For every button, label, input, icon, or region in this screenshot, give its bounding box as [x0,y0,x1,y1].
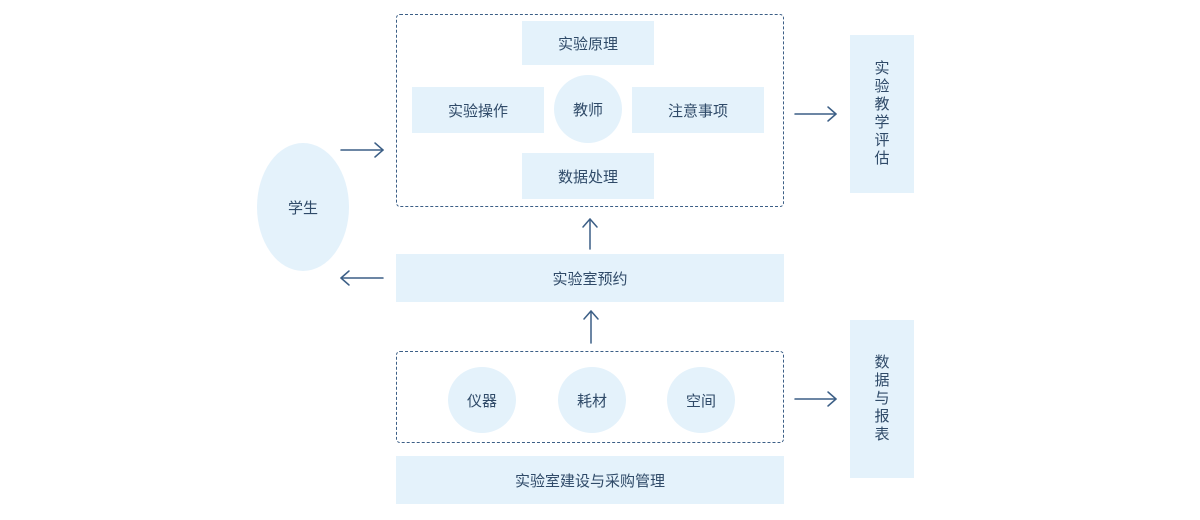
arrow-teaching-to-evaluation [794,106,837,122]
evaluation-box: 实验教学评估 [850,35,914,193]
data-processing-box: 数据处理 [522,153,654,199]
teaching-group [396,14,784,207]
arrow-reservation-to-student [340,270,384,286]
arrow-student-to-teaching [340,142,384,158]
student-node: 学生 [257,143,349,271]
instrument-label: 仪器 [466,391,497,410]
reports-box: 数据与报表 [850,320,914,478]
operation-box: 实验操作 [412,87,544,133]
evaluation-label: 实验教学评估 [872,60,891,168]
principle-label: 实验原理 [557,34,618,53]
operation-label: 实验操作 [447,101,508,120]
student-label: 学生 [287,198,318,217]
consumables-label: 耗材 [576,391,607,410]
notes-box: 注意事项 [632,87,764,133]
space-node: 空间 [667,367,735,433]
teacher-label: 教师 [572,100,603,119]
reports-label: 数据与报表 [872,354,891,444]
data-processing-label: 数据处理 [557,167,618,186]
consumables-node: 耗材 [558,367,626,433]
reservation-label: 实验室预约 [552,269,628,288]
reservation-box: 实验室预约 [396,254,784,302]
space-label: 空间 [685,391,716,410]
arrow-resources-to-reports [794,391,837,407]
construction-box: 实验室建设与采购管理 [396,456,784,504]
arrow-reservation-to-teaching [582,218,598,250]
resources-group [396,351,784,443]
principle-box: 实验原理 [522,21,654,65]
arrow-resources-to-reservation [583,310,599,344]
teacher-node: 教师 [554,75,622,143]
construction-label: 实验室建设与采购管理 [514,471,665,490]
instrument-node: 仪器 [448,367,516,433]
notes-label: 注意事项 [667,101,728,120]
